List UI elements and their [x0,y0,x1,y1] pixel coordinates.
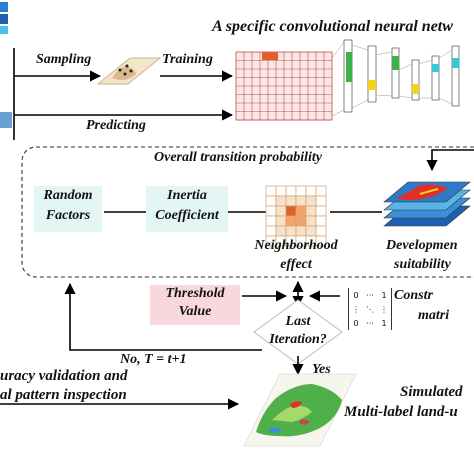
output-label-1: Simulated [400,384,463,400]
sample-patch-icon [96,57,162,85]
input-map-stack-icon [0,2,12,128]
neighborhood-cell [295,185,307,197]
neighborhood-cell [315,205,327,217]
matrix-cell: ··· [366,290,374,300]
decision-label-2: Iteration? [269,332,327,347]
simulated-landuse-map-icon [243,373,357,447]
neighborhood-cell [265,195,277,207]
neighborhood-cell [305,195,317,207]
cnn-title: A specific convolutional neural netw [212,18,453,35]
neighborhood-cell [315,195,327,207]
neighborhood-cell [275,185,287,197]
inertia-label-2: Coefficient [155,208,219,223]
neighborhood-cell [285,215,297,227]
neighborhood-cell [315,235,327,247]
neighborhood-cell [305,185,317,197]
neighborhood-cell [285,195,297,207]
matrix-cell: 1 [381,318,387,328]
neighborhood-cell [305,215,317,227]
development-suitability-map-stack-icon [383,181,471,227]
neighborhood-cell [295,195,307,207]
neighborhood-cell [275,195,287,207]
neighborhood-cell [285,205,297,217]
constraint-label-2: matri [418,308,450,323]
neighborhood-cell [305,205,317,217]
cnn-layers [343,39,460,113]
random-factors-label-2: Factors [45,208,91,223]
development-label-1: Developmen [386,238,458,253]
cnn-connections [331,41,453,117]
development-label-2: suitability [394,257,451,272]
neighborhood-cell [295,205,307,217]
neighborhood-grid [265,185,327,247]
constraint-label-1: Constr [394,288,433,303]
transition-title: Overall transition probability [154,150,323,165]
neighborhood-cell [285,185,297,197]
neighborhood-cell [315,215,327,227]
matrix-cell: ··· [366,318,374,328]
neighborhood-cell [275,215,287,227]
sampling-label: Sampling [36,52,92,67]
threshold-label-2: Value [178,304,212,319]
validation-label-2: al pattern inspection [0,387,127,403]
neighborhood-cell [285,225,297,237]
predicting-label: Predicting [86,118,146,133]
neighborhood-label-2: effect [280,257,312,272]
neighborhood-cell [295,215,307,227]
random-factors-box [34,186,102,232]
matrix-cell: ⋱ [366,304,374,314]
neighborhood-cell [275,225,287,237]
threshold-label-1: Threshold [165,286,225,301]
threshold-value-box [150,285,240,325]
output-label-2: Multi-label land-u [344,404,458,420]
matrix-cell: 0 [353,290,359,300]
validation-label-1: uracy validation and [0,368,128,384]
neighborhood-cell [315,185,327,197]
inertia-coefficient-box [146,186,228,232]
decision-label-1: Last [285,314,311,329]
neighborhood-cell [295,225,307,237]
neighborhood-cell [305,225,317,237]
random-factors-label-1: Random [43,188,93,203]
yes-label: Yes [312,362,331,377]
training-label: Training [162,52,213,67]
neighborhood-cell [315,225,327,237]
grid-highlight-cell [262,52,278,60]
matrix-cell: ⋮ [352,304,360,314]
neighborhood-cell [265,185,277,197]
inertia-label-1: Inertia [167,188,207,203]
neighborhood-cell [265,225,277,237]
neighborhood-cell [265,205,277,217]
transition-probability-region [21,146,474,278]
constraint-matrix: 0 ··· 1 ⋮ ⋱ ⋮ 0 ··· 1 [348,288,392,330]
matrix-cell: 0 [353,318,359,328]
matrix-cell: 1 [381,290,387,300]
neighborhood-cell [275,205,287,217]
neighborhood-label-1: Neighborhood [254,238,338,253]
no-loop-label: No, T = t+1 [120,352,187,367]
matrix-cell: ⋮ [380,304,388,314]
neighborhood-cell [265,215,277,227]
